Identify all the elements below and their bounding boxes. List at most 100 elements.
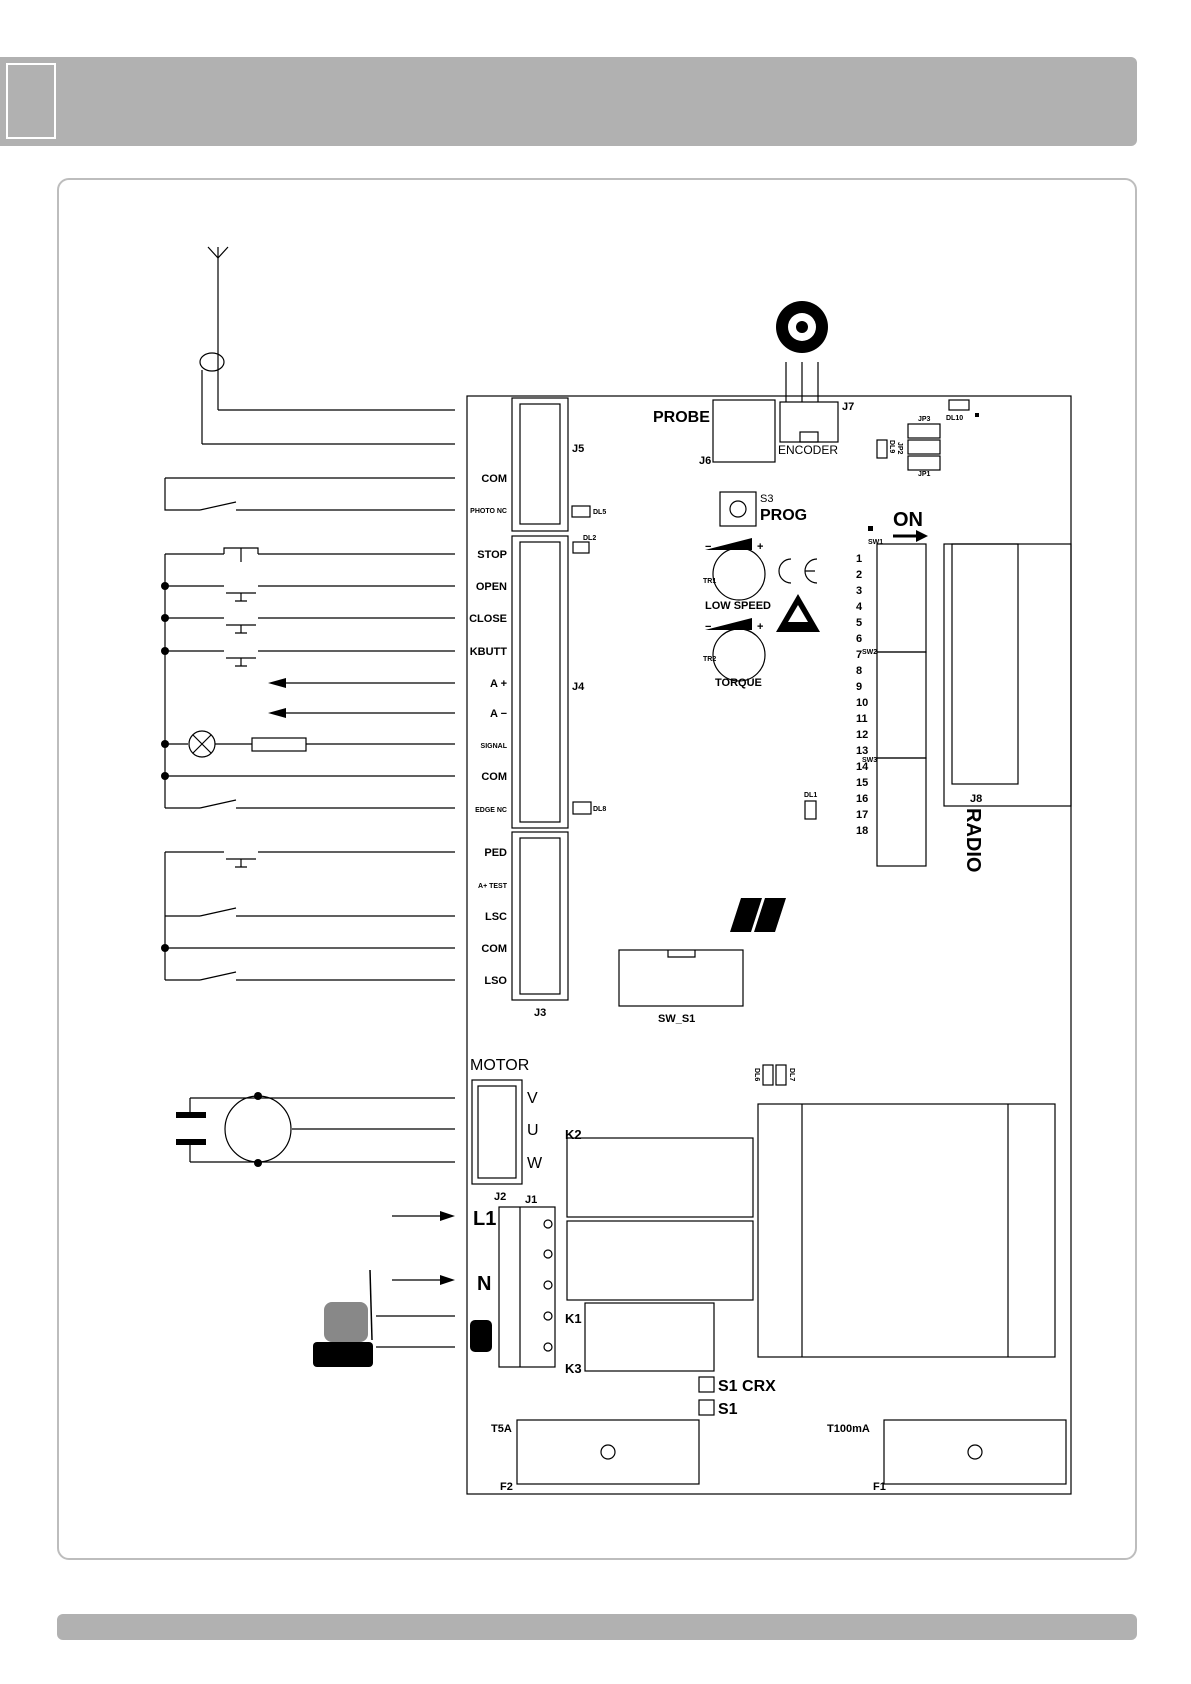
dip-number: 15: [856, 777, 868, 789]
footer-bar: [57, 1614, 1137, 1640]
label-jp3: JP3: [918, 416, 931, 423]
arrow-right-icon: [440, 1275, 455, 1285]
motor-icon: [224, 1095, 292, 1163]
label-motor-v: V: [527, 1090, 538, 1107]
arrow-left-icon: [268, 708, 286, 718]
dip-number: 8: [856, 665, 862, 677]
dip-number: 5: [856, 617, 862, 629]
label-dl5: DL5: [593, 509, 606, 516]
label-dl2: DL2: [583, 535, 596, 542]
label-f1: F1: [873, 1481, 886, 1493]
header-bar: [0, 57, 1137, 146]
label-j1: J1: [525, 1194, 537, 1206]
term-kbutt: KBUTT: [470, 646, 508, 658]
label-jp2: JP2: [896, 442, 903, 455]
label-minus-1: −: [705, 541, 711, 553]
label-t100ma: T100mA: [827, 1423, 870, 1435]
dip-number: 13: [856, 745, 868, 757]
dip-number: 6: [856, 633, 862, 645]
label-j8: J8: [970, 793, 982, 805]
term-edge-nc: EDGE NC: [475, 807, 507, 814]
label-k2: K2: [565, 1127, 582, 1142]
label-t5a: T5A: [491, 1423, 512, 1435]
antenna-icon: [207, 246, 229, 259]
label-minus-2: −: [705, 621, 711, 633]
label-dl10: DL10: [946, 415, 963, 422]
label-dl7: DL7: [788, 1068, 795, 1081]
label-plus-2: +: [757, 621, 763, 633]
fuse-f2: [516, 1419, 700, 1485]
dip-number: 14: [856, 761, 869, 773]
flashing-light-icon: [313, 1342, 373, 1367]
dip-number: 3: [856, 585, 862, 597]
label-torque: TORQUE: [715, 677, 762, 689]
label-sw2: SW2: [862, 649, 877, 656]
label-prog: PROG: [760, 507, 807, 524]
label-f2: F2: [500, 1481, 513, 1493]
term-com: COM: [481, 473, 507, 485]
dip-number: 11: [856, 713, 868, 725]
label-jp1: JP1: [918, 471, 931, 478]
label-j6: J6: [699, 455, 711, 467]
label-n: N: [477, 1273, 491, 1295]
dip-number: 18: [856, 825, 868, 837]
dip-number: 9: [856, 681, 862, 693]
term-lsc: LSC: [485, 911, 507, 923]
label-motor-u: U: [527, 1122, 539, 1139]
dip-number: 7: [856, 649, 862, 661]
label-sw1: SW1: [868, 539, 883, 546]
control-board: [466, 395, 1072, 1495]
dip-number: 17: [856, 809, 868, 821]
label-sw-s1: SW_S1: [658, 1013, 695, 1025]
term-ped: PED: [484, 847, 507, 859]
dip-number: 10: [856, 697, 868, 709]
label-j7: J7: [842, 401, 854, 413]
header-square: [6, 63, 56, 139]
term-open: OPEN: [476, 581, 507, 593]
arrow-right-icon: [440, 1211, 455, 1221]
term-a-plus: A +: [490, 678, 507, 690]
label-encoder: ENCODER: [778, 443, 838, 457]
term-a-test: A+ TEST: [478, 883, 508, 890]
label-dl1: DL1: [804, 792, 817, 799]
label-low-speed: LOW SPEED: [705, 600, 771, 612]
label-s3: S3: [760, 493, 773, 505]
label-plus-1: +: [757, 541, 763, 553]
label-dl6: DL6: [753, 1068, 760, 1081]
label-k3: K3: [565, 1361, 582, 1376]
ramp-torque-icon: [705, 618, 752, 630]
label-s1-crx: S1 CRX: [718, 1378, 776, 1395]
label-j3: J3: [534, 1007, 546, 1019]
label-dl9: DL9: [888, 440, 895, 453]
label-probe: PROBE: [653, 409, 710, 426]
term-com-3: COM: [481, 943, 507, 955]
dip-number: 2: [856, 569, 862, 581]
label-radio: RADIO: [962, 808, 984, 872]
label-j2: J2: [494, 1191, 506, 1203]
label-j4: J4: [572, 681, 585, 693]
diagram-frame: [57, 178, 1137, 1560]
on-arrow-icon: [916, 530, 928, 542]
label-motor-w: W: [527, 1155, 543, 1172]
resistor-icon: [251, 737, 307, 752]
dip-number: 16: [856, 793, 868, 805]
term-close: CLOSE: [469, 613, 507, 625]
label-k1: K1: [565, 1311, 582, 1326]
label-sw3: SW3: [862, 757, 877, 764]
term-stop: STOP: [477, 549, 507, 561]
dip-number: 4: [856, 601, 863, 613]
label-tr2: TR2: [703, 656, 716, 663]
label-j5: J5: [572, 443, 584, 455]
label-s1: S1: [718, 1401, 738, 1418]
term-com-2: COM: [481, 771, 507, 783]
term-a-minus: A −: [490, 708, 507, 720]
label-on: ON: [893, 509, 923, 531]
dip-number: 12: [856, 729, 868, 741]
dip-number: 1: [856, 553, 862, 565]
arrow-left-icon: [268, 678, 286, 688]
term-signal: SIGNAL: [481, 743, 508, 750]
ramp-low-speed-icon: [705, 538, 752, 550]
fuse-f1: [883, 1419, 1067, 1485]
